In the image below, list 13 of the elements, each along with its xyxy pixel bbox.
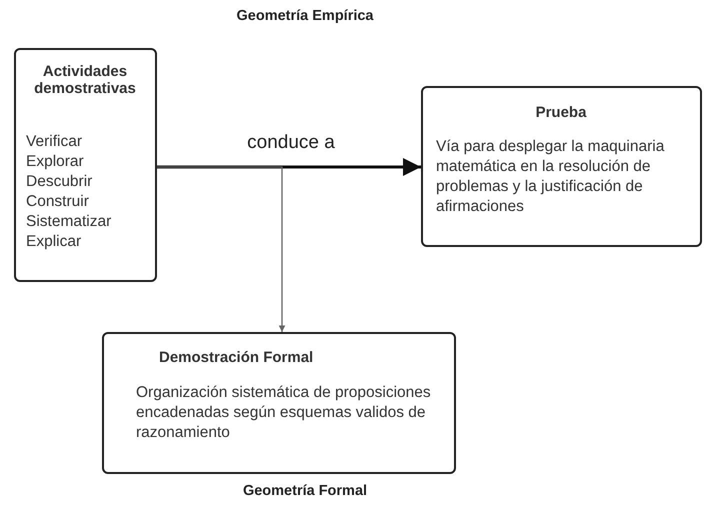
box-text: Organización sistemática de proposiciones encadenadas según esquemas validos de razonamiento — [136, 383, 432, 443]
arrow — [157, 166, 286, 332]
box-text: Vía para desplegar la maquinaria matemática en la resolución de problemas y la justificación de afirmaciones — [436, 137, 666, 217]
activity-box — [14, 48, 157, 282]
proof-box — [421, 86, 702, 247]
diagram-title: Geometría Empírica — [236, 8, 374, 24]
box-heading: Actividades demostrativas — [33, 63, 137, 97]
arrow — [157, 158, 421, 176]
box-heading: Demostración Formal — [159, 349, 314, 366]
formal-proof-box — [102, 332, 456, 474]
box-text: Verificar Explorar Descubrir Construir Sistematizar Explicar — [26, 132, 112, 252]
box-heading: Prueba — [534, 104, 588, 121]
section-label: Geometría Formal — [242, 483, 368, 499]
